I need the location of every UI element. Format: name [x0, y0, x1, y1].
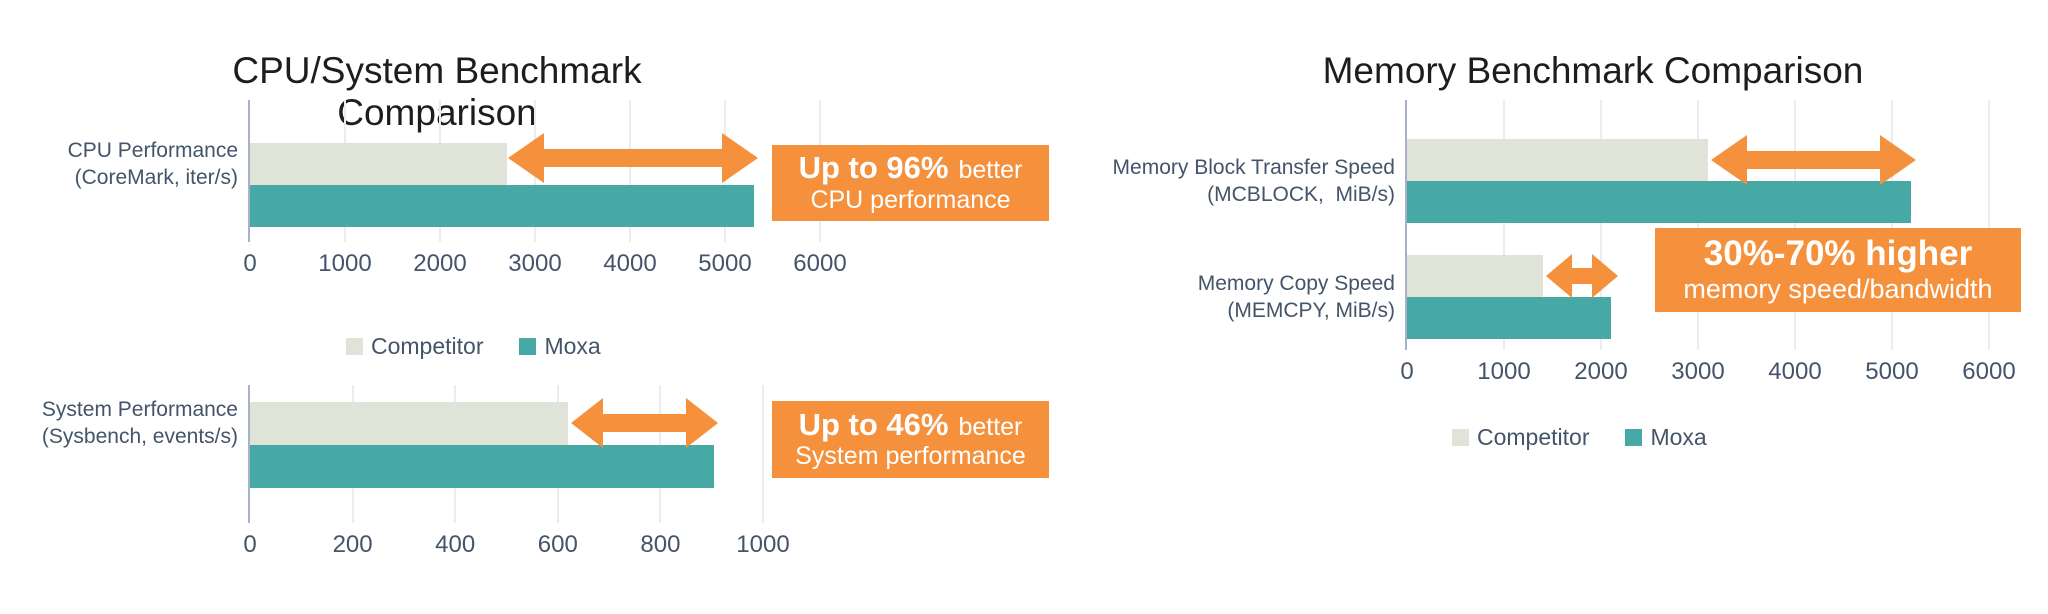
x-tick-label: 3000: [508, 250, 562, 277]
legend-label: Competitor: [371, 333, 484, 359]
x-tick-label: 0: [1400, 358, 1414, 385]
bar-moxa: [250, 185, 754, 227]
cpu-increase-arrow-icon: [508, 133, 758, 183]
bar-competitor: [250, 402, 569, 445]
x-tick-label: 6000: [1962, 358, 2016, 385]
x-tick-label: 5000: [698, 250, 752, 277]
x-tick-label: 200: [332, 531, 373, 558]
legend-label: Moxa: [1650, 424, 1707, 450]
gridline: [1891, 100, 1893, 350]
x-tick-label: 800: [640, 531, 681, 558]
system-callout-line2: System performance: [795, 442, 1026, 471]
legend-label: Competitor: [1477, 424, 1590, 450]
memory-callout-line2: memory speed/bandwidth: [1683, 273, 1993, 304]
bar-moxa: [1407, 297, 1611, 339]
x-tick-label: 400: [435, 531, 476, 558]
x-tick-label: 1000: [1477, 358, 1531, 385]
right-chart-title: Memory Benchmark Comparison: [1322, 50, 1864, 91]
x-tick-label: 6000: [793, 250, 847, 277]
bar-competitor: [1407, 255, 1543, 297]
memory-callout-highlight: 30%-70% higher: [1703, 233, 1973, 273]
category-label: Memory Block Transfer Speed (MCBLOCK, Mi…: [1112, 156, 1395, 206]
memory-block-increase-arrow-icon: [1711, 135, 1916, 185]
cpu-callout: Up to 96% better CPU performance: [772, 145, 1049, 221]
legend-swatch-icon: [1625, 429, 1643, 446]
legend-swatch-icon: [346, 338, 363, 355]
bar-competitor: [1407, 139, 1708, 181]
x-tick-label: 2000: [413, 250, 467, 277]
y-axis-line: [248, 385, 250, 523]
x-tick-label: 1000: [736, 531, 790, 558]
left-chart-legend: Competitor Moxa: [346, 333, 601, 360]
system-callout: Up to 46% better System performance: [772, 401, 1049, 478]
gridline: [1600, 100, 1602, 350]
x-tick-label: 1000: [318, 250, 372, 277]
gridline: [1697, 100, 1699, 350]
bar-competitor: [250, 143, 507, 185]
legend-item-moxa: Moxa: [1625, 424, 1707, 451]
bar-moxa: [1407, 181, 1912, 223]
gridline: [629, 100, 631, 242]
x-tick-label: 3000: [1671, 358, 1725, 385]
legend-swatch-icon: [519, 338, 537, 355]
legend-item-competitor: Competitor: [1452, 424, 1589, 451]
x-tick-label: 5000: [1865, 358, 1919, 385]
bar-moxa: [250, 445, 715, 488]
category-label: System Performance (Sysbench, events/s): [41, 398, 238, 448]
legend-item-moxa: Moxa: [519, 333, 601, 360]
cpu-callout-suffix: better: [958, 156, 1023, 185]
gridline: [1503, 100, 1505, 350]
category-label: CPU Performance (CoreMark, iter/s): [67, 139, 238, 189]
system-increase-arrow-icon: [571, 398, 718, 448]
gridline: [762, 385, 764, 523]
gridline: [1794, 100, 1796, 350]
system-callout-suffix: better: [958, 412, 1023, 441]
x-tick-label: 2000: [1574, 358, 1628, 385]
x-tick-label: 0: [243, 250, 257, 277]
x-tick-label: 600: [537, 531, 578, 558]
legend-label: Moxa: [544, 333, 601, 359]
x-tick-label: 0: [243, 531, 257, 558]
cpu-callout-highlight: Up to 96%: [798, 150, 949, 186]
category-label: Memory Copy Speed (MEMCPY, MiB/s): [1197, 272, 1395, 322]
left-chart-title: CPU/System Benchmark Comparison: [232, 50, 642, 133]
legend-item-competitor: Competitor: [346, 333, 483, 360]
legend-swatch-icon: [1452, 429, 1469, 446]
memory-copy-increase-arrow-icon: [1546, 254, 1618, 298]
cpu-callout-line2: CPU performance: [810, 185, 1011, 214]
x-tick-label: 4000: [603, 250, 657, 277]
y-axis-line: [1405, 100, 1407, 350]
memory-callout: 30%-70% higher memory speed/bandwidth: [1655, 228, 2021, 312]
system-callout-highlight: Up to 46%: [798, 406, 949, 442]
gridline: [1988, 100, 1990, 350]
y-axis-line: [248, 100, 250, 242]
x-tick-label: 4000: [1768, 358, 1822, 385]
right-chart-legend: Competitor Moxa: [1452, 424, 1707, 451]
